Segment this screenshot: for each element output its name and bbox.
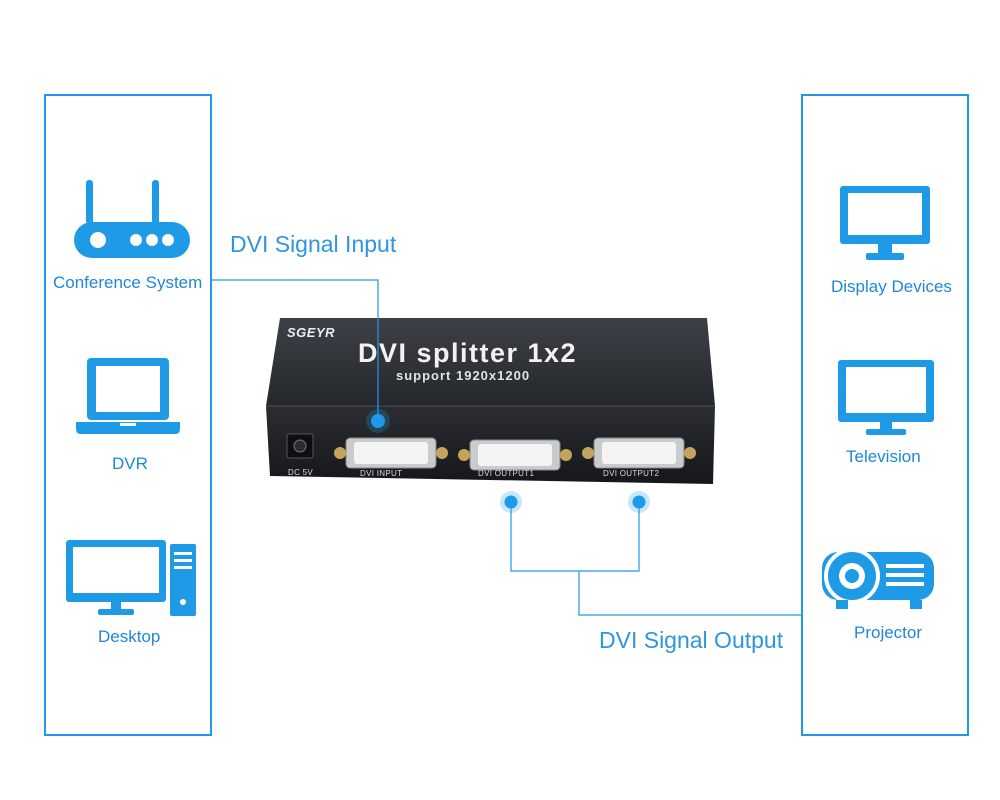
dc-port-label: DC 5V	[288, 468, 314, 477]
router-icon	[74, 180, 190, 258]
television-label: Television	[846, 447, 921, 466]
input-connection-dot	[371, 414, 385, 428]
product-title: DVI splitter 1x2	[358, 338, 578, 368]
product-subtitle: support 1920x1200	[396, 368, 531, 383]
brand-logo: SGEYR	[287, 325, 336, 340]
conference-system-label: Conference System	[53, 273, 203, 292]
dvr-label: DVR	[112, 454, 148, 473]
television-icon	[838, 360, 934, 435]
display-devices-label: Display Devices	[831, 277, 952, 296]
output-connection-line	[578, 571, 801, 616]
dvi-signal-input-label: DVI Signal Input	[230, 231, 397, 257]
desktop-icon	[66, 540, 196, 616]
dvi-output1-port	[458, 439, 572, 471]
laptop-icon	[76, 358, 180, 434]
output-split-line	[510, 502, 640, 572]
output2-connection-dot	[632, 495, 646, 509]
dvi-input-port-label: DVI INPUT	[360, 469, 403, 478]
dvi-input-port	[334, 437, 448, 469]
dvi-output1-port-label: DVI OUTPUT1	[478, 469, 535, 478]
output1-connection-dot	[504, 495, 518, 509]
dvi-output2-port-label: DVI OUTPUT2	[603, 469, 660, 478]
desktop-label: Desktop	[98, 627, 161, 646]
dvi-output2-port	[582, 437, 696, 469]
dvi-signal-output-label: DVI Signal Output	[599, 627, 784, 653]
monitor-icon	[840, 186, 930, 260]
projector-icon	[822, 548, 934, 609]
projector-label: Projector	[854, 623, 923, 642]
input-connection-line	[210, 279, 379, 421]
